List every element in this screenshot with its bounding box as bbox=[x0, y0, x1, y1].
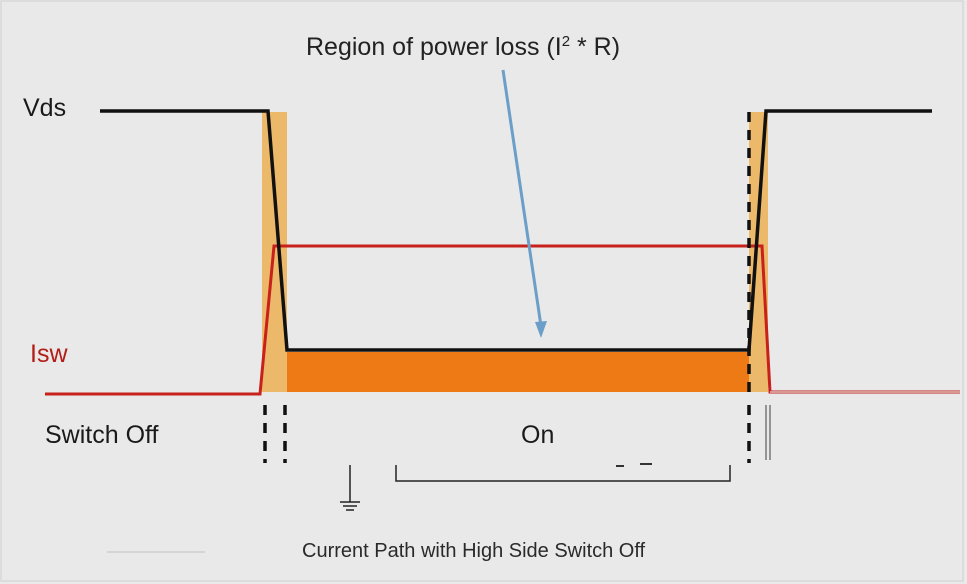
conduction-loss-region bbox=[287, 352, 749, 392]
ground-icon bbox=[340, 465, 360, 511]
caption-text: Current Path with High Side Switch Off bbox=[302, 540, 646, 562]
pointer-arrow-head bbox=[535, 321, 547, 338]
vds-label: Vds bbox=[23, 94, 66, 122]
switching-boundary-markers bbox=[263, 112, 751, 463]
boundary-right-faint bbox=[765, 405, 771, 460]
diagram-title: Region of power loss (I2 * R) bbox=[306, 33, 620, 61]
on-period-bracket bbox=[395, 465, 731, 482]
turn-off-switching-loss-region bbox=[749, 112, 768, 392]
on-label: On bbox=[521, 421, 554, 449]
isw-label: Isw bbox=[30, 340, 68, 368]
pointer-arrow-shaft bbox=[501, 69, 543, 327]
vds-waveform bbox=[100, 109, 932, 352]
switch-off-label: Switch Off bbox=[45, 421, 159, 449]
